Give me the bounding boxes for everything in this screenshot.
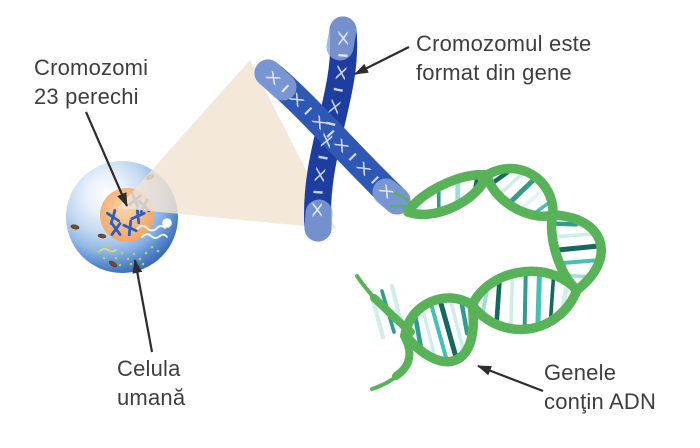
label-genes-dna: Genele conţin ADN [544,358,656,416]
label-chromosomes-count: Cromozomi 23 perechi [34,53,148,111]
label-line: Cromozomul este [416,31,592,56]
label-line: Genele [544,360,617,385]
annotation-arrows [84,46,544,393]
dna-open-strand-ends [355,274,415,391]
label-line: umană [117,385,186,410]
label-line: 23 perechi [34,84,139,109]
label-line: format din gene [416,60,572,85]
arrow-to-chromosome [354,46,410,75]
endoplasmic-reticulum-squiggles [136,224,168,239]
cell-vacuole [162,218,172,228]
label-line: Celula [117,356,181,381]
dna-helix-illustration [355,163,606,391]
arrow-to-dna [477,364,544,393]
chromosome-tip-caps [254,16,411,242]
label-human-cell: Celula umană [117,354,185,412]
label-line: Cromozomi [34,55,149,80]
ribosome-dots [90,244,160,267]
label-chromosome-genes: Cromozomul este format din gene [416,29,591,87]
label-line: conţin ADN [544,389,657,414]
cytoplasm-squiggle [99,247,117,253]
dna-lenses [400,163,606,367]
zoom-light-cone [118,60,336,229]
arrow-to-cell [132,259,154,353]
arrow-to-nucleus [84,111,129,207]
